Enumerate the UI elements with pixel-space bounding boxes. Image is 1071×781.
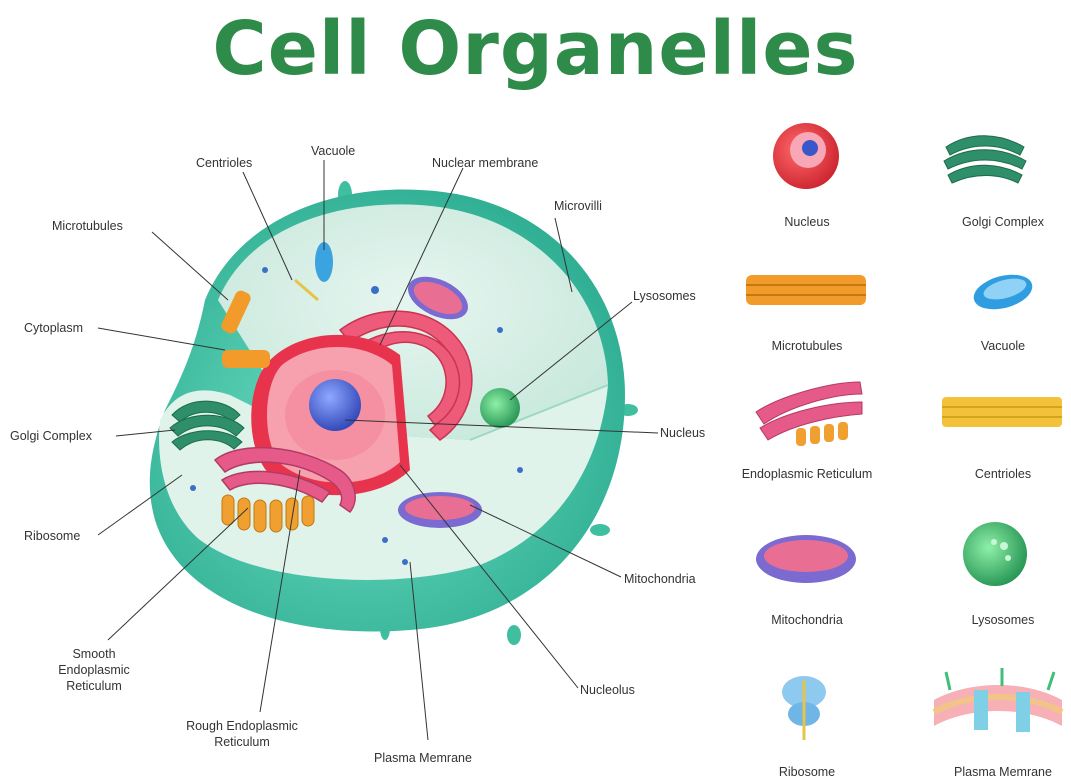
legend-caption: Ribosome [722, 765, 892, 779]
label-cytoplasm: Cytoplasm [24, 320, 83, 336]
microtubules-icon [742, 265, 872, 315]
legend-caption: Golgi Complex [918, 215, 1071, 229]
legend-caption: Plasma Memrane [918, 765, 1071, 779]
label-centrioles: Centrioles [196, 155, 252, 171]
ribosome-icon [776, 670, 832, 742]
legend-caption: Nucleus [722, 215, 892, 229]
golgi-icon [940, 125, 1030, 195]
lysosome-icon [960, 518, 1030, 590]
legend-caption: Microtubules [722, 339, 892, 353]
label-nucleolus: Nucleolus [580, 682, 635, 698]
label-microvilli: Microvilli [554, 198, 602, 214]
label-rough-er: Rough Endoplasmic Reticulum [172, 718, 312, 750]
vacuole-icon [970, 272, 1036, 312]
legend-caption: Mitochondria [722, 613, 892, 627]
label-nucleus: Nucleus [660, 425, 705, 441]
legend-caption: Centrioles [918, 467, 1071, 481]
label-vacuole: Vacuole [311, 143, 355, 159]
label-mitochondria: Mitochondria [624, 571, 696, 587]
centrioles-icon [940, 395, 1066, 429]
mitochondria-icon [752, 530, 860, 588]
label-lysosomes: Lysosomes [633, 288, 696, 304]
plasma-membrane-icon [930, 660, 1066, 758]
label-smooth-er: Smooth Endoplasmic Reticulum [42, 646, 146, 694]
label-ribosome: Ribosome [24, 528, 80, 544]
er-icon [750, 372, 870, 452]
nucleolus-shape [309, 379, 361, 431]
nucleus-icon [770, 120, 842, 192]
label-plasma-membrane: Plasma Memrane [374, 750, 472, 766]
legend-caption: Vacuole [918, 339, 1071, 353]
legend-caption: Lysosomes [918, 613, 1071, 627]
lysosome-shape [480, 388, 520, 428]
label-nuclear-membrane: Nuclear membrane [432, 155, 538, 171]
legend-caption: Endoplasmic Reticulum [722, 467, 892, 481]
label-golgi-complex: Golgi Complex [10, 428, 92, 444]
label-microtubules: Microtubules [52, 218, 123, 234]
